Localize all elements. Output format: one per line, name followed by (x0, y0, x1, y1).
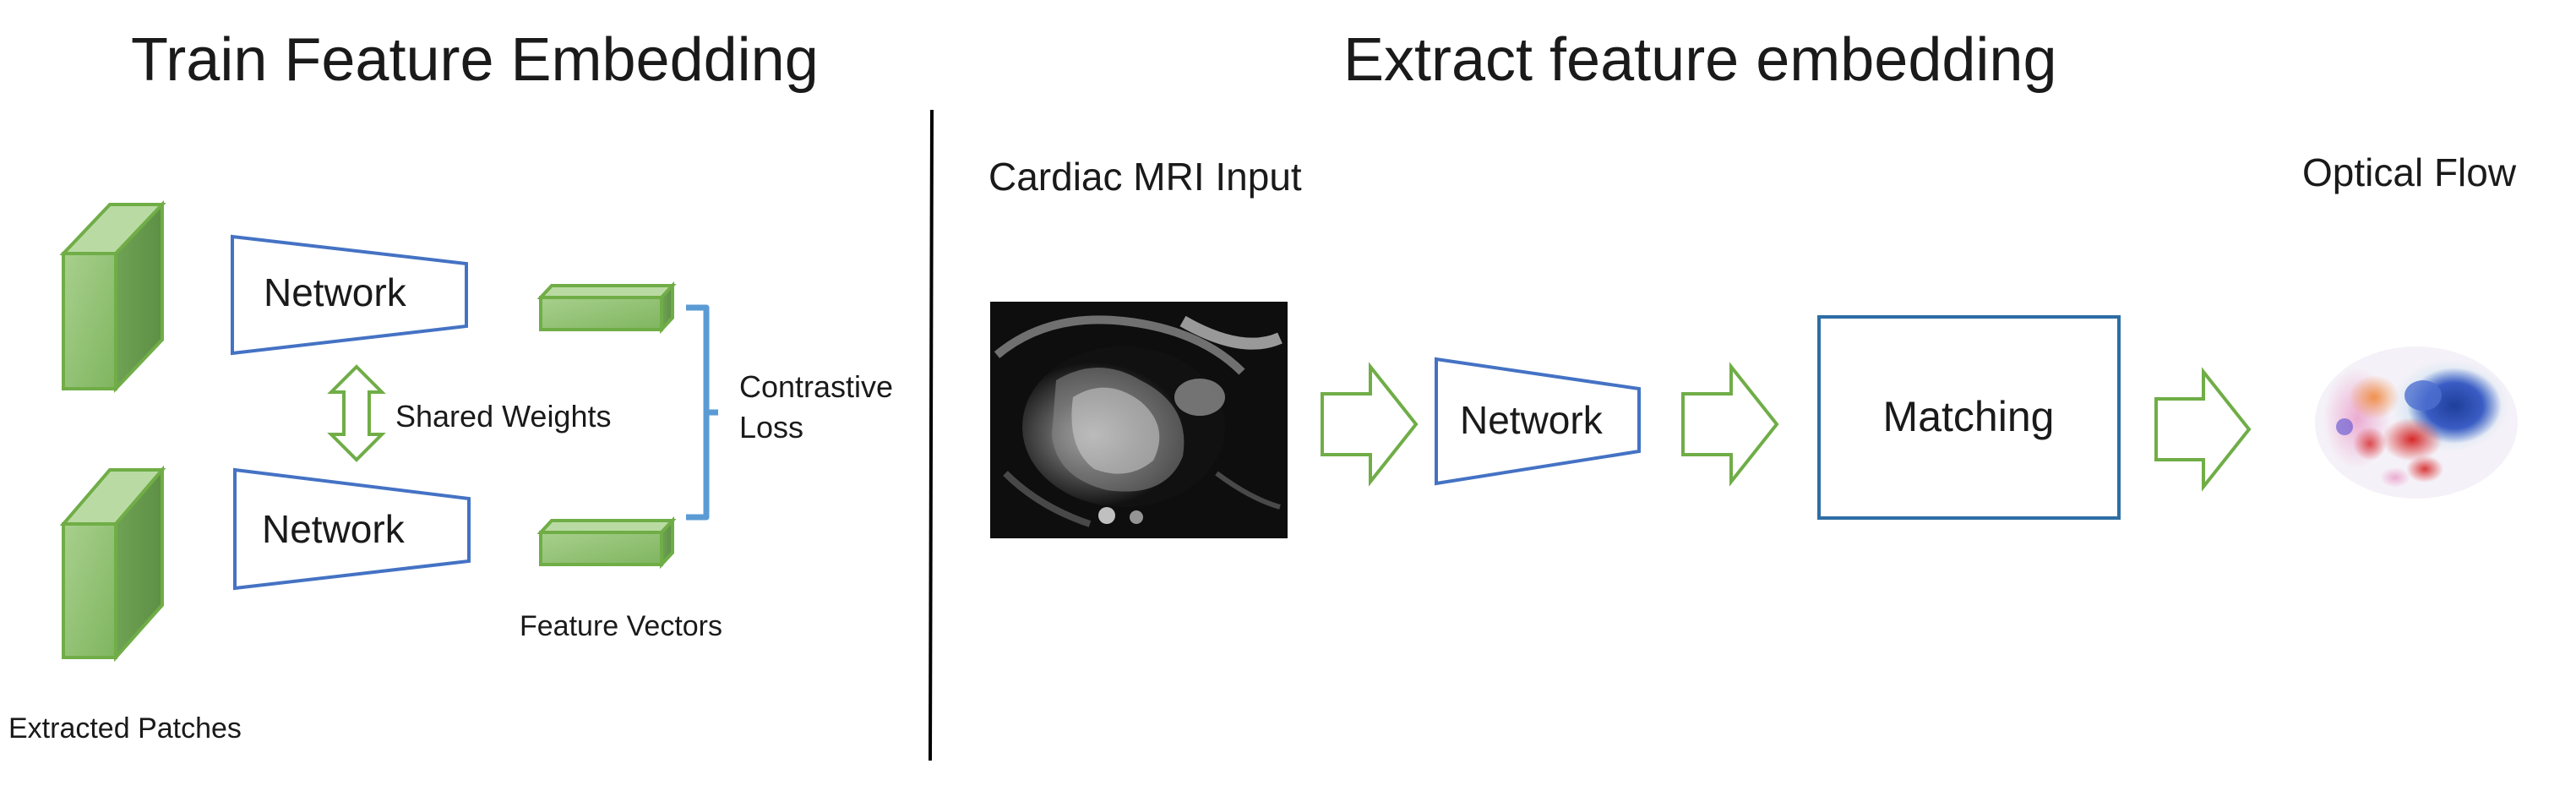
network-extract-label: Network (1460, 398, 1604, 442)
shared-weights-label: Shared Weights (395, 399, 611, 434)
contrastive-loss-label-line2: Loss (739, 410, 803, 445)
contrastive-loss-label-line1: Contrastive (739, 369, 893, 404)
extracted-patch-cube-top (59, 199, 166, 394)
network-top-label: Network (264, 270, 407, 314)
feature-vectors-label: Feature Vectors (520, 610, 722, 642)
network-bottom-label: Network (262, 507, 406, 551)
optical-flow-label: Optical Flow (2302, 150, 2517, 194)
optical-flow-image (2291, 306, 2570, 530)
feature-vector-bottom (536, 516, 677, 570)
left-panel-title: Train Feature Embedding (131, 26, 819, 94)
panel-divider (929, 109, 934, 761)
feature-vector-top (536, 281, 677, 335)
network-bottom: Network (233, 467, 471, 591)
network-top: Network (231, 234, 468, 356)
extracted-patch-cube-bottom (59, 465, 166, 663)
cardiac-mri-input-label: Cardiac MRI Input (988, 155, 1302, 199)
flow-arrow-2 (1681, 362, 1779, 487)
network-extract: Network (1435, 357, 1641, 486)
matching-label: Matching (1883, 393, 2055, 440)
extracted-patches-label: Extracted Patches (8, 712, 242, 745)
flow-arrow-1 (1321, 362, 1419, 487)
shared-weights-arrow (327, 364, 386, 462)
contrastive-loss-bracket (686, 304, 718, 521)
right-panel-title: Extract feature embedding (1343, 26, 2057, 94)
flow-arrow-3 (2154, 367, 2252, 492)
matching-box: Matching (1817, 315, 2121, 520)
cardiac-mri-image (990, 302, 1288, 538)
